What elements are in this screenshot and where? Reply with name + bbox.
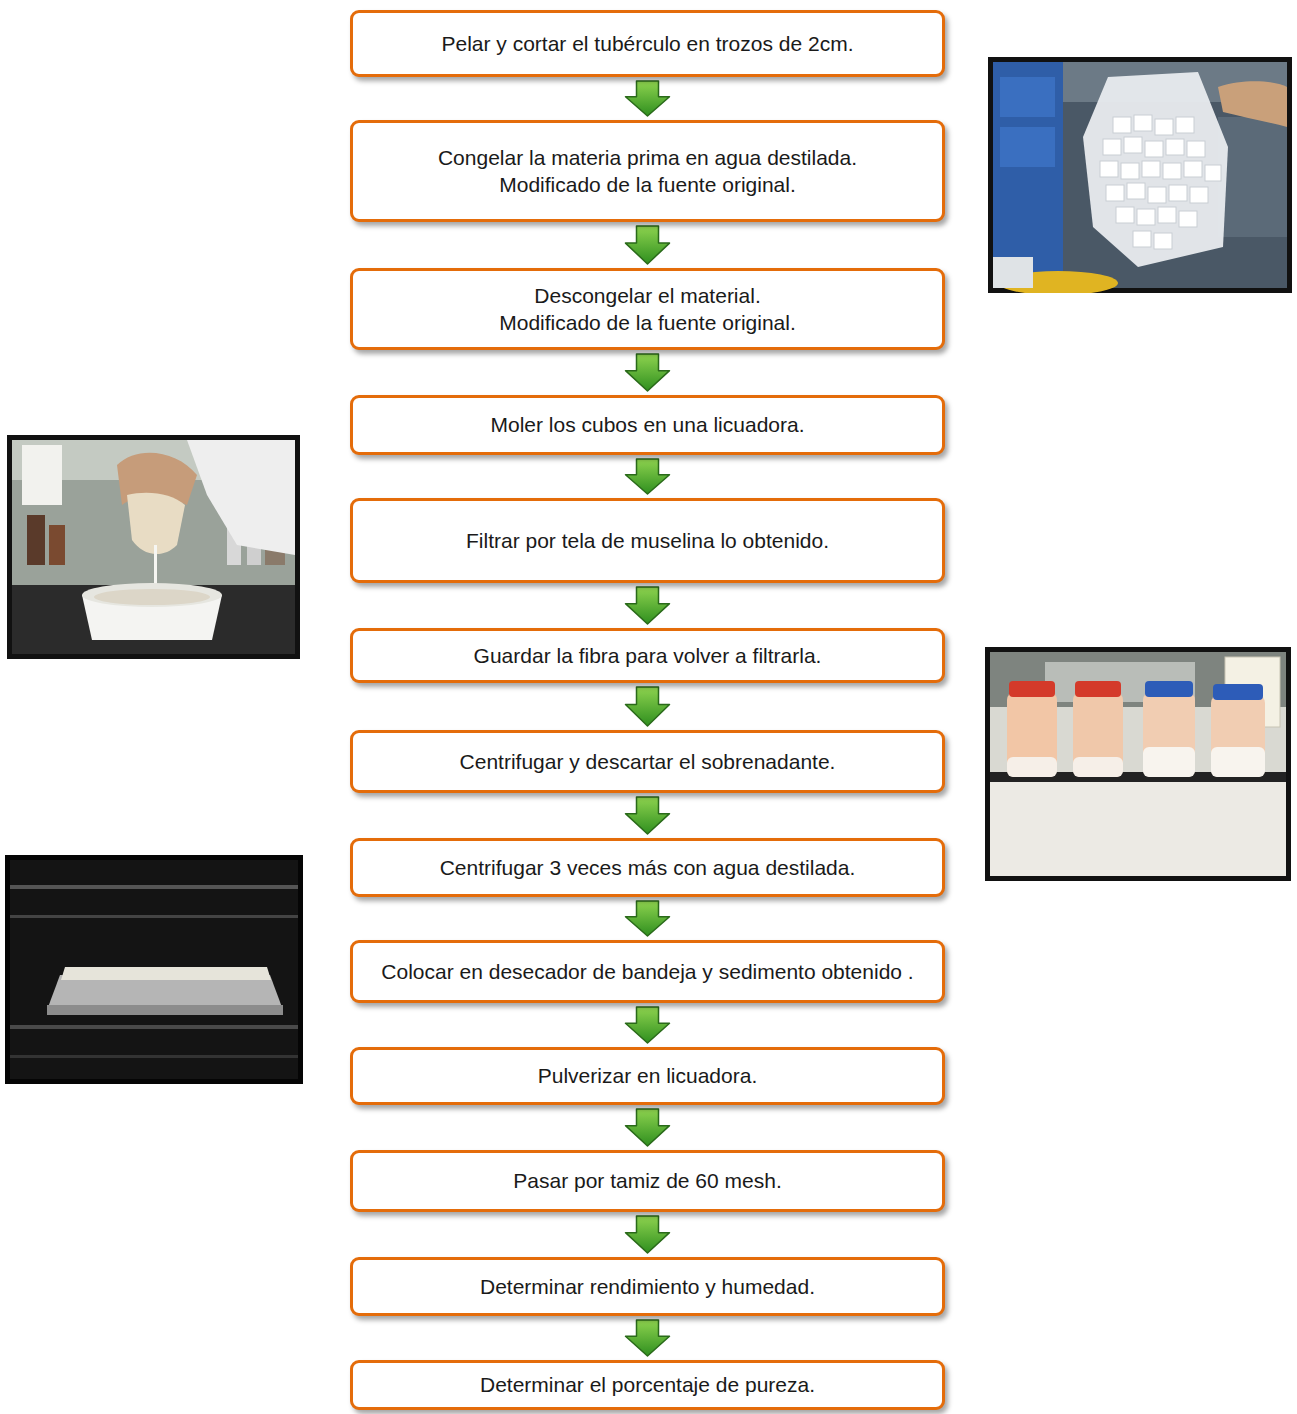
step-text: Determinar el porcentaje de pureza. [480,1371,815,1398]
flow-arrow [626,687,670,726]
flow-arrow [626,1109,670,1146]
flow-arrow [626,1216,670,1253]
process-box: Determinar rendimiento y humedad. [350,1257,945,1316]
process-box: Filtrar por tela de muselina lo obtenido… [350,498,945,583]
step-text: Pelar y cortar el tubérculo en trozos de… [441,30,853,57]
process-box: Descongelar el material.Modificado de la… [350,268,945,350]
step-text: Centrifugar 3 veces más con agua destila… [440,854,856,881]
flow-arrow [626,1007,670,1043]
step-text: Descongelar el material. [534,282,760,309]
process-box: Pelar y cortar el tubérculo en trozos de… [350,10,945,77]
flow-arrow [626,354,670,391]
flow-arrow [626,587,670,624]
flow-arrow [626,797,670,834]
process-box: Guardar la fibra para volver a filtrarla… [350,628,945,683]
step-text: Guardar la fibra para volver a filtrarla… [474,642,822,669]
step-text: Pulverizar en licuadora. [538,1062,757,1089]
process-box: Determinar el porcentaje de pureza. [350,1360,945,1410]
photo-tray-dryer [5,855,303,1084]
process-box: Pasar por tamiz de 60 mesh. [350,1150,945,1212]
step-text: Pasar por tamiz de 60 mesh. [513,1167,781,1194]
process-box: Pulverizar en licuadora. [350,1047,945,1105]
step-text: Determinar rendimiento y humedad. [480,1273,815,1300]
photo-frozen-cubes [988,57,1292,293]
process-box: Congelar la materia prima en agua destil… [350,120,945,222]
flow-arrow [626,226,670,264]
step-text: Filtrar por tela de muselina lo obtenido… [466,527,829,554]
step-text: Congelar la materia prima en agua destil… [438,144,857,171]
process-box: Centrifugar 3 veces más con agua destila… [350,838,945,897]
process-box: Centrifugar y descartar el sobrenadante. [350,730,945,793]
process-box: Moler los cubos en una licuadora. [350,395,945,455]
source-note: Modificado de la fuente original. [499,171,796,198]
step-text: Moler los cubos en una licuadora. [490,411,804,438]
step-text: Colocar en desecador de bandeja y sedime… [381,958,913,985]
step-text: Centrifugar y descartar el sobrenadante. [460,748,836,775]
flow-arrow [626,81,670,116]
flow-arrow [626,1320,670,1356]
photo-jars [985,647,1291,881]
flow-arrow [626,901,670,936]
photo-filtering [7,435,300,659]
flow-arrow [626,459,670,494]
process-box: Colocar en desecador de bandeja y sedime… [350,940,945,1003]
source-note: Modificado de la fuente original. [499,309,796,336]
